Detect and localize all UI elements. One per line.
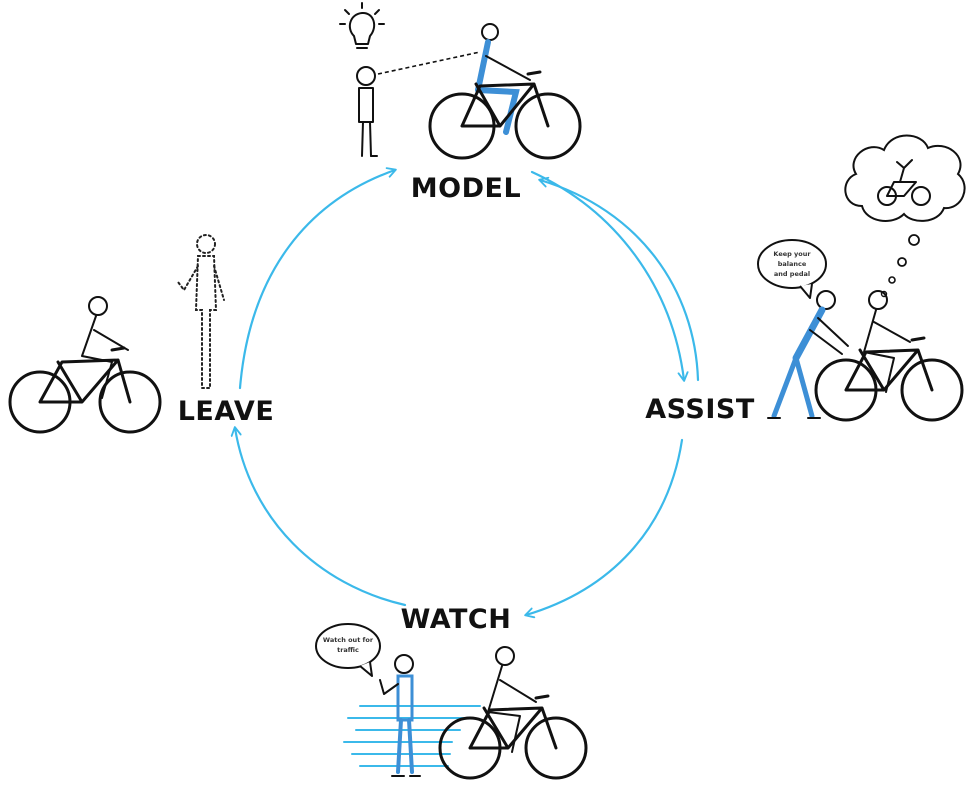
stage-label-watch: WATCH — [401, 604, 512, 635]
leave-illustration — [8, 234, 225, 434]
bicycle-icon — [428, 70, 582, 160]
speech-bubble-icon: Watch out for traffic — [315, 623, 381, 677]
cycle-arrows — [230, 167, 700, 619]
bicycle-icon — [814, 336, 964, 422]
ghost-person-icon — [177, 234, 225, 389]
bicycle-icon — [8, 346, 162, 434]
stage-label-model: MODEL — [411, 173, 521, 204]
assist-illustration: Keep your balance and pedal — [757, 134, 966, 422]
assist-helper — [767, 290, 849, 419]
bicycle-icon — [438, 694, 588, 780]
assist-bubble-line-3: and pedal — [774, 270, 810, 278]
watch-rider — [487, 646, 537, 753]
stage-label-assist: ASSIST — [645, 394, 755, 425]
person-icon — [356, 66, 378, 157]
arrow-watch-to-leave — [230, 426, 407, 607]
assist-bubble-line-1: Keep your — [773, 250, 811, 258]
arrow-leave-to-model — [238, 167, 397, 390]
model-illustration — [339, 2, 582, 160]
lightbulb-icon — [339, 2, 385, 49]
speech-bubble-icon: Keep your balance and pedal — [757, 239, 827, 299]
watch-illustration: Watch out for traffic — [315, 623, 588, 780]
watch-bubble-line-2: traffic — [337, 646, 359, 654]
assist-rider — [863, 290, 911, 393]
assist-bubble-line-2: balance — [778, 260, 807, 268]
stage-label-leave: LEAVE — [178, 396, 275, 427]
arrow-assist-to-watch — [524, 438, 684, 619]
person-icon — [379, 654, 421, 777]
arrow-assist-to-model — [538, 176, 700, 382]
model-sight-line — [377, 51, 481, 75]
arrow-model-to-assist — [530, 170, 689, 382]
watch-bubble-line-1: Watch out for — [323, 636, 374, 644]
model-rider — [475, 23, 531, 135]
thought-bubble-icon — [844, 134, 966, 298]
leave-rider — [81, 296, 129, 399]
